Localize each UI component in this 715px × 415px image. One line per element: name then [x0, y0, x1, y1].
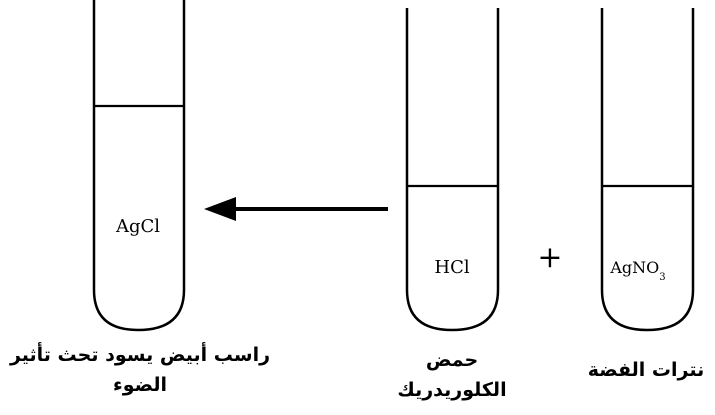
plus-sign: +	[537, 240, 562, 275]
product-caption: راسب أبيض يسود تحث تأثير الضوء	[2, 340, 278, 400]
acid-tube-outline	[405, 8, 500, 332]
product-formula-label: AgCl	[115, 216, 160, 237]
product-test-tube: AgCl	[92, 0, 186, 332]
acid-caption-line1: حمض	[425, 349, 479, 371]
silver-nitrate-tube-outline	[600, 8, 695, 332]
silver-nitrate-formula-label: AgNO3	[609, 258, 665, 283]
acid-caption-line2: الكلوريدريك	[397, 379, 507, 401]
silver-nitrate-formula-subscript: 3	[659, 272, 665, 283]
acid-test-tube: HCl	[405, 8, 500, 332]
product-tube-outline	[92, 0, 186, 332]
silver-nitrate-test-tube: AgNO3	[600, 8, 695, 332]
product-caption-line2: الضوء	[113, 374, 167, 396]
acid-caption: حمض الكلوريدريك	[392, 345, 512, 405]
product-caption-line1: راسب أبيض يسود تحث تأثير	[9, 344, 271, 366]
silver-nitrate-caption: نترات الفضة	[580, 355, 712, 385]
acid-formula-label: HCl	[434, 257, 469, 278]
silver-nitrate-formula-main: AgNO	[609, 258, 659, 277]
left-arrow-icon	[204, 197, 388, 221]
silver-nitrate-caption-line1: نترات الفضة	[587, 359, 705, 381]
